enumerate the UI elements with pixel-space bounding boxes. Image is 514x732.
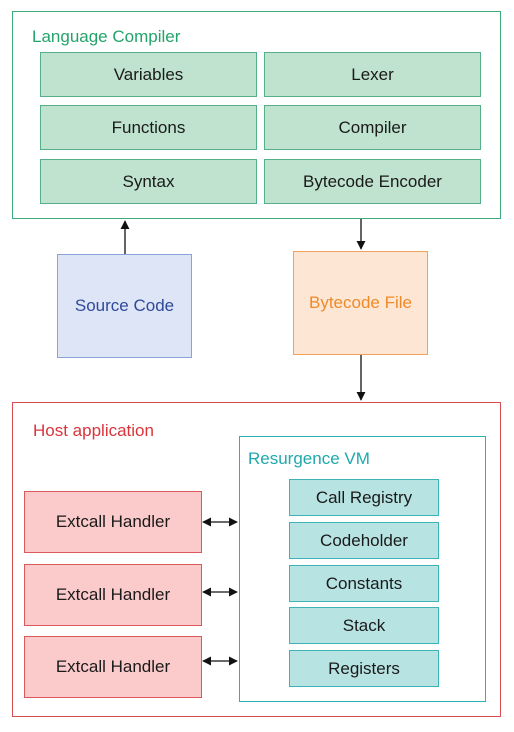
extcall-handler-2: Extcall Handler [24,564,202,626]
extcall-handler-1: Extcall Handler [24,491,202,553]
vm-registers: Registers [289,650,439,687]
vm-constants: Constants [289,565,439,602]
vm-codeholder: Codeholder [289,522,439,559]
module-syntax: Syntax [40,159,257,204]
extcall-handler-3: Extcall Handler [24,636,202,698]
language-compiler-frame [12,11,501,219]
module-variables: Variables [40,52,257,97]
module-lexer: Lexer [264,52,481,97]
host-application-title: Host application [33,421,154,440]
module-compiler: Compiler [264,105,481,150]
resurgence-vm-frame [239,436,486,702]
language-compiler-title: Language Compiler [32,27,181,46]
vm-stack: Stack [289,607,439,644]
source-code-box: Source Code [57,254,192,358]
vm-call-registry: Call Registry [289,479,439,516]
bytecode-file-box: Bytecode File [293,251,428,355]
resurgence-vm-title: Resurgence VM [248,449,370,468]
module-bytecode-encoder: Bytecode Encoder [264,159,481,204]
host-application-frame [12,402,501,717]
module-functions: Functions [40,105,257,150]
